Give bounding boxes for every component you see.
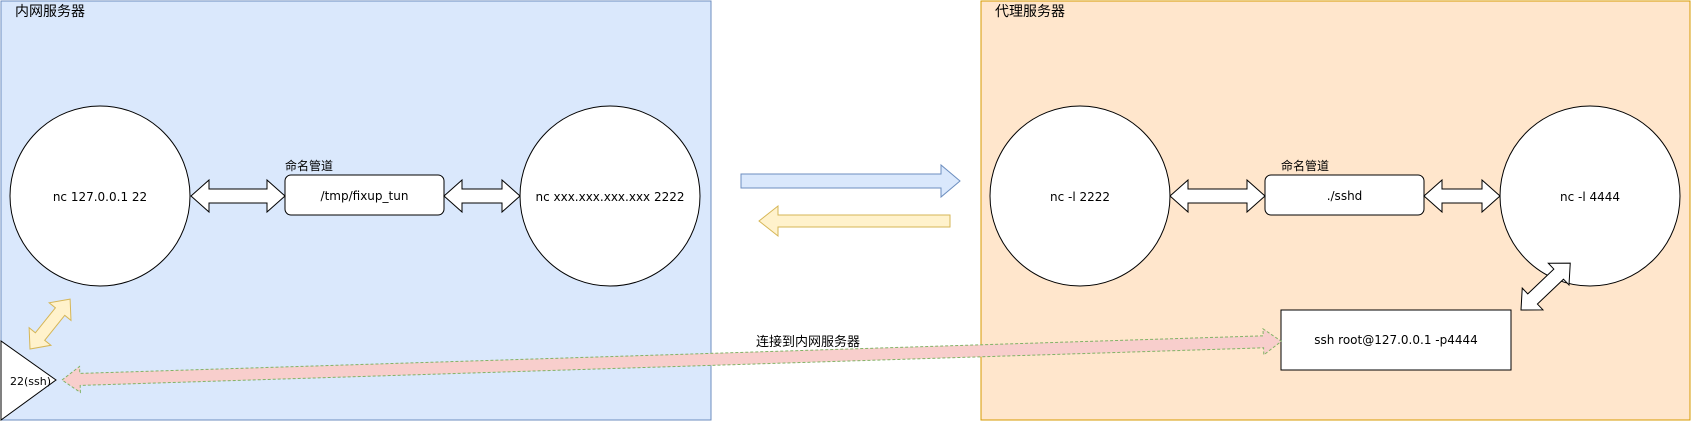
node-port-ssh-label: 22(ssh): [10, 375, 51, 388]
arrow-connect-internal: [61, 327, 1283, 394]
node-port-ssh: [0, 340, 57, 421]
arrow-tunnel-outbound: [740, 163, 961, 199]
arrow-nc2222-sshd: [1169, 178, 1266, 214]
arrow-ssh-client-nc4444: [1520, 262, 1571, 311]
right-panel-title: 代理服务器: [995, 4, 1065, 20]
node-nc-listen-2222-label: nc -l 2222: [1050, 190, 1110, 204]
node-nc-listen-4444-label: nc -l 4444: [1560, 190, 1620, 204]
node-fifo-left: [284, 174, 445, 216]
node-ssh-client: [1280, 309, 1512, 371]
node-ssh-client-label: ssh root@127.0.0.1 -p4444: [1314, 333, 1478, 347]
arrow-port-nc-local: [28, 298, 72, 350]
node-sshd: [1264, 174, 1425, 216]
node-sshd-label: ./sshd: [1327, 189, 1363, 203]
node-nc-remote-label: nc xxx.xxx.xxx.xxx 2222: [535, 190, 684, 204]
left-panel-title: 内网服务器: [15, 4, 85, 20]
pipe-right-label: 命名管道: [1281, 158, 1329, 173]
pipe-left-label: 命名管道: [285, 158, 333, 173]
arrow-tunnel-inbound: [758, 204, 951, 238]
node-nc-local: [9, 105, 191, 287]
arrow-fifo-nc-remote: [443, 178, 521, 214]
connect-label: 连接到内网服务器: [756, 334, 860, 350]
node-nc-local-label: nc 127.0.0.1 22: [53, 190, 147, 204]
arrow-nc-local-fifo: [190, 178, 286, 214]
node-fifo-left-label: /tmp/fixup_tun: [321, 189, 409, 203]
arrow-sshd-nc4444: [1423, 178, 1501, 214]
